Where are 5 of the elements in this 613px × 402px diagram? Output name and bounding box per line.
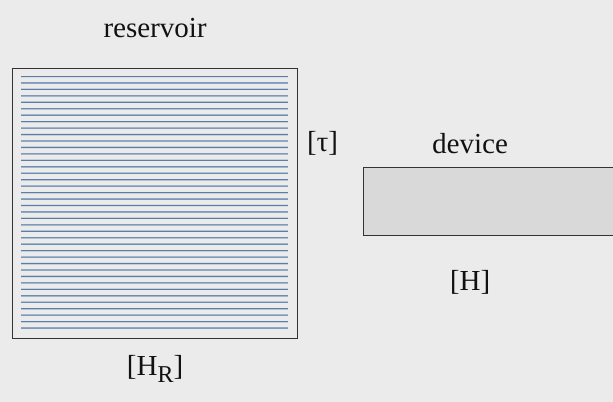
symbol-label: [τ] (307, 128, 338, 157)
node-title: reservoir (103, 14, 207, 43)
symbol-label: [H$_{R}$] (126, 352, 184, 387)
symbol-label: [H] (450, 267, 490, 296)
node-title: device (432, 130, 508, 159)
